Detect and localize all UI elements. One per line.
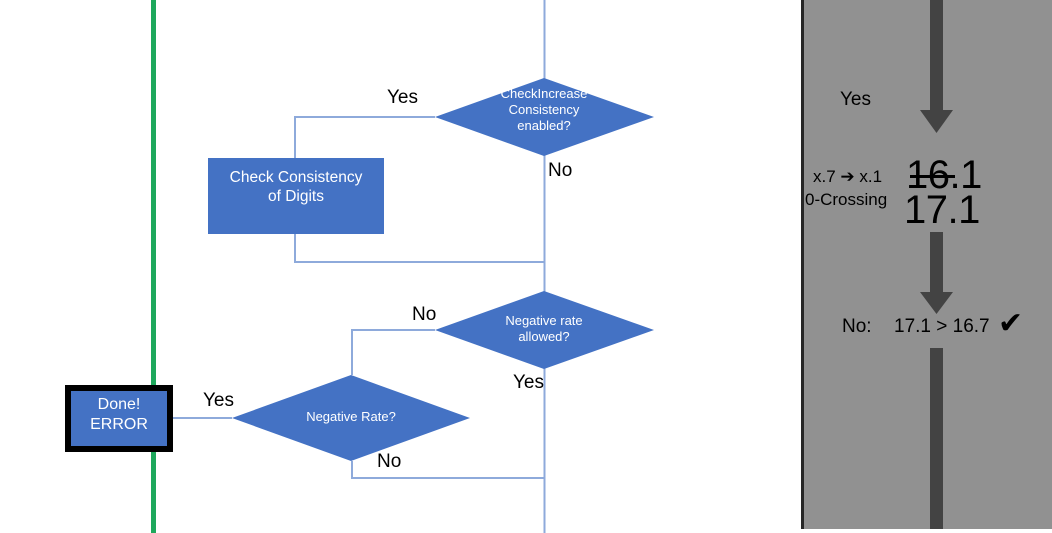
panel-value-current: 17.1 bbox=[904, 188, 980, 232]
decision-check-increase-consistency bbox=[435, 78, 654, 156]
edge-label-negative-rate-no: No bbox=[377, 451, 402, 472]
decision-check-increase-consistency-label: CheckIncrease Consistency enabled? bbox=[500, 86, 588, 133]
down-arrow-tail bbox=[930, 348, 943, 529]
decision-negative-rate-label: Negative Rate? bbox=[306, 409, 396, 424]
decision-negative-rate-allowed bbox=[435, 291, 654, 369]
panel-zero-crossing-label: 0-Crossing bbox=[805, 190, 888, 209]
decision-negative-rate bbox=[232, 375, 470, 461]
edge-label-negative-rate-allowed-yes: Yes bbox=[513, 372, 544, 393]
panel-rounding-label: x.7 ➔ x.1 bbox=[813, 167, 883, 186]
terminator-done-error[interactable] bbox=[65, 385, 173, 452]
down-arrow-middle bbox=[920, 232, 953, 314]
edge-checkincrease-yes bbox=[294, 116, 435, 158]
decision-negative-rate-allowed-label: Negative rate allowed? bbox=[505, 313, 583, 344]
edge-label-check-increase-no: No bbox=[548, 160, 573, 181]
panel-value-struck-line bbox=[910, 175, 955, 178]
panel-comparison-value: 17.1 > 16.7 bbox=[894, 316, 990, 337]
edge-negative-allowed-no bbox=[351, 329, 435, 375]
panel-comparison-prefix: No: bbox=[842, 316, 872, 337]
edge-process-to-spine bbox=[294, 234, 544, 263]
panel-yes-label: Yes bbox=[840, 89, 871, 110]
check-mark-icon: ✔ bbox=[998, 306, 1024, 341]
panel-arrows bbox=[920, 0, 953, 529]
annotation-panel: Yes x.7 ➔ x.1 0-Crossing 16.1 17.1 No: 1… bbox=[801, 0, 1052, 529]
edge-label-negative-rate-allowed-no: No bbox=[412, 304, 437, 325]
process-check-consistency-of-digits[interactable] bbox=[208, 158, 384, 234]
edge-label-done-error-yes: Yes bbox=[203, 390, 234, 411]
edge-label-check-increase-yes: Yes bbox=[387, 87, 418, 108]
down-arrow-top bbox=[920, 0, 953, 133]
